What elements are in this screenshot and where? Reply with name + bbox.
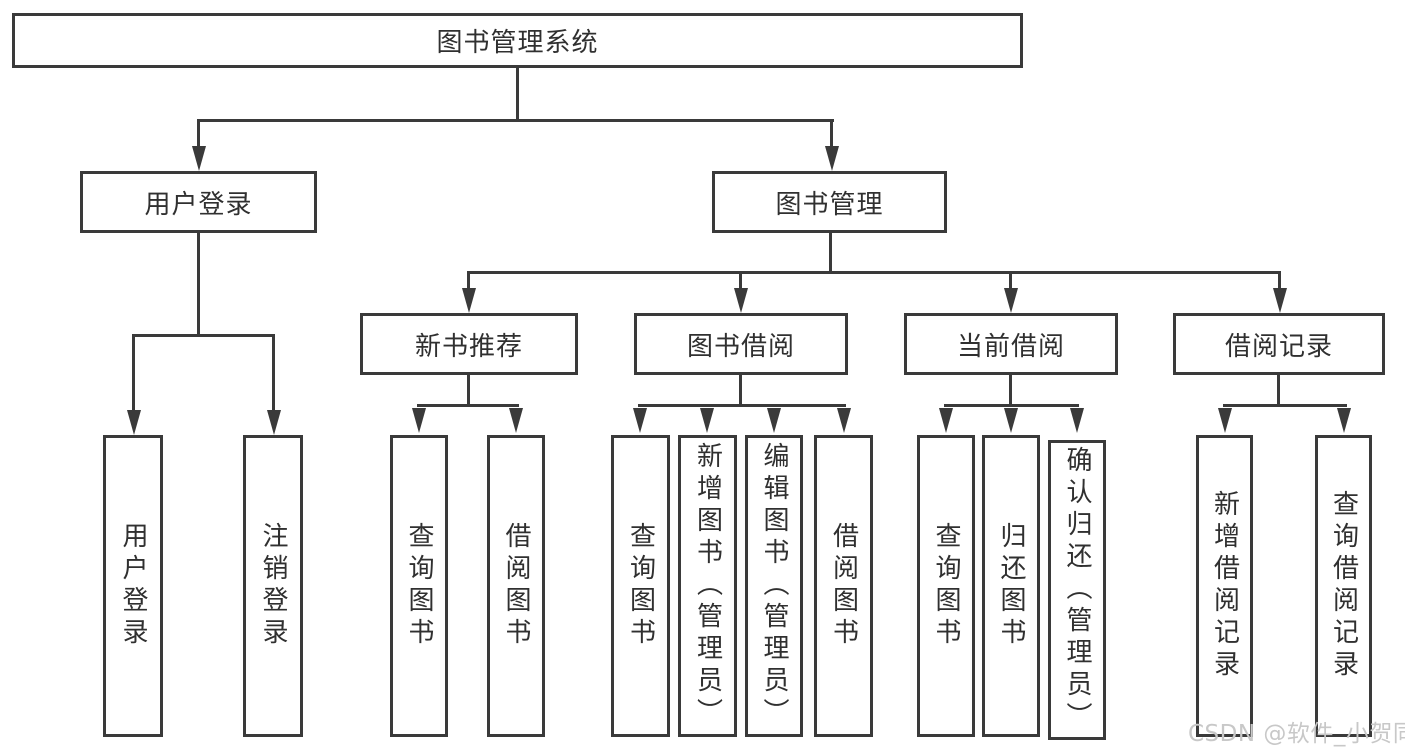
connector-vline bbox=[739, 375, 742, 407]
node-new-book-recommend: 新书推荐 bbox=[360, 313, 578, 375]
arrow-down-icon bbox=[1273, 288, 1287, 313]
arrow-down-icon bbox=[1004, 288, 1018, 313]
arrow-down-icon bbox=[1218, 408, 1232, 433]
leaf-current-query-books: 查询图书 bbox=[917, 435, 975, 737]
leaf-borrow-edit-books-admin: 编辑图书（管理员） bbox=[745, 435, 803, 737]
connector-vline bbox=[739, 271, 742, 289]
connector-vline bbox=[1278, 271, 1281, 289]
connector-vline bbox=[197, 233, 200, 337]
leaf-borrow-query-books: 查询图书 bbox=[611, 435, 670, 737]
connector-vline bbox=[467, 271, 470, 289]
arrow-down-icon bbox=[825, 146, 839, 171]
node-current-borrow: 当前借阅 bbox=[904, 313, 1118, 375]
connector-hline bbox=[467, 271, 1281, 274]
connector-vline bbox=[272, 334, 275, 410]
connector-hline bbox=[417, 404, 519, 407]
arrow-down-icon bbox=[267, 410, 281, 435]
connector-hline bbox=[638, 404, 846, 407]
node-book-borrow: 图书借阅 bbox=[634, 313, 848, 375]
leaf-user-login: 用户登录 bbox=[103, 435, 163, 737]
arrow-down-icon bbox=[127, 410, 141, 435]
arrow-down-icon bbox=[192, 146, 206, 171]
node-library-management-system: 图书管理系统 bbox=[12, 13, 1023, 68]
leaf-current-return-books: 归还图书 bbox=[982, 435, 1040, 737]
connector-vline bbox=[1009, 271, 1012, 289]
connector-vline bbox=[132, 334, 135, 410]
arrow-down-icon bbox=[767, 408, 781, 433]
connector-vline bbox=[197, 119, 200, 149]
connector-hline bbox=[197, 119, 834, 122]
arrow-down-icon bbox=[700, 408, 714, 433]
connector-vline bbox=[1009, 375, 1012, 407]
connector-vline bbox=[516, 68, 519, 122]
connector-vline bbox=[829, 233, 832, 274]
arrow-down-icon bbox=[734, 288, 748, 313]
leaf-recommend-borrow-books: 借阅图书 bbox=[487, 435, 545, 737]
connector-hline bbox=[1223, 404, 1347, 407]
leaf-records-query-record: 查询借阅记录 bbox=[1315, 435, 1372, 737]
leaf-records-add-record: 新增借阅记录 bbox=[1196, 435, 1253, 737]
leaf-borrow-borrow-books: 借阅图书 bbox=[814, 435, 873, 737]
arrow-down-icon bbox=[837, 408, 851, 433]
connector-vline bbox=[467, 375, 470, 407]
arrow-down-icon bbox=[633, 408, 647, 433]
arrow-down-icon bbox=[462, 288, 476, 313]
arrow-down-icon bbox=[412, 408, 426, 433]
node-book-management-branch: 图书管理 bbox=[712, 171, 947, 233]
connector-vline bbox=[830, 119, 833, 149]
csdn-watermark: CSDN @软件_小贺同学 bbox=[1188, 721, 1405, 747]
node-user-login-branch: 用户登录 bbox=[80, 171, 317, 233]
arrow-down-icon bbox=[1070, 408, 1084, 433]
leaf-borrow-add-books-admin: 新增图书（管理员） bbox=[678, 435, 737, 737]
connector-hline bbox=[944, 404, 1079, 407]
arrow-down-icon bbox=[1337, 408, 1351, 433]
leaf-logout: 注销登录 bbox=[243, 435, 303, 737]
arrow-down-icon bbox=[939, 408, 953, 433]
arrow-down-icon bbox=[509, 408, 523, 433]
leaf-current-confirm-return-admin: 确认归还（管理员） bbox=[1048, 440, 1106, 740]
leaf-recommend-query-books: 查询图书 bbox=[390, 435, 448, 737]
arrow-down-icon bbox=[1004, 408, 1018, 433]
node-borrow-records: 借阅记录 bbox=[1173, 313, 1385, 375]
connector-vline bbox=[1277, 375, 1280, 407]
connector-hline bbox=[132, 334, 275, 337]
